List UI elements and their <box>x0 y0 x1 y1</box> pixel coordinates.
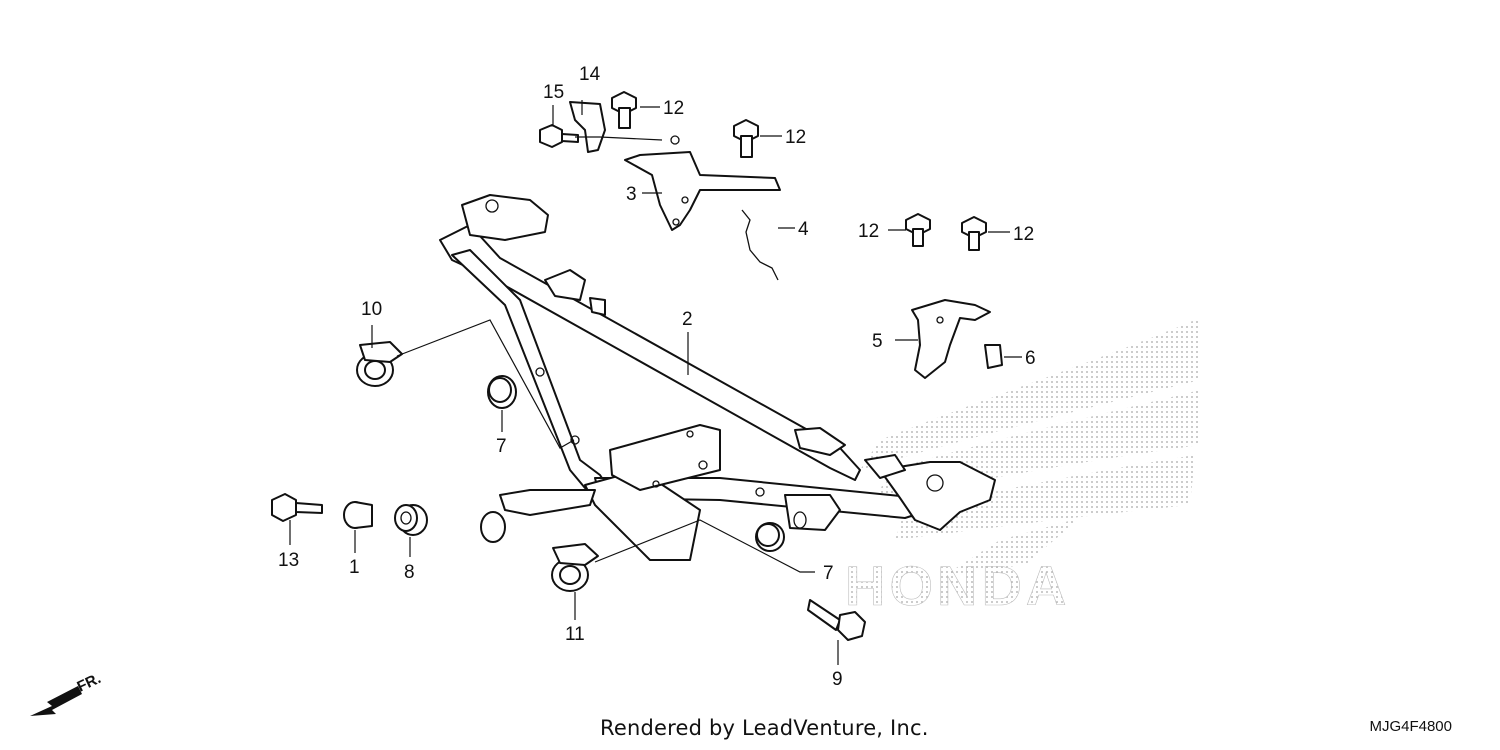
bolt-12-c <box>905 213 931 247</box>
callout-14: 14 <box>579 64 601 85</box>
callout-5: 5 <box>872 331 883 352</box>
front-arrow-icon: FR. <box>30 670 104 716</box>
callout-13: 13 <box>278 550 299 571</box>
upper-bracket <box>624 135 781 231</box>
bolt-13 <box>271 493 323 522</box>
callout-2: 2 <box>682 309 693 330</box>
callout-12-c: 12 <box>858 221 879 242</box>
front-direction-label: FR. <box>75 670 104 696</box>
grommet-8 <box>394 504 428 536</box>
collar-1 <box>343 501 373 529</box>
callout-labels: 14 15 12 12 3 4 12 12 2 5 6 10 7 13 1 8 … <box>278 64 1036 690</box>
footer-credit: Rendered by LeadVenture, Inc. <box>600 716 929 740</box>
bolt-9 <box>807 599 866 641</box>
bolt-12-a <box>611 91 637 129</box>
callout-15: 15 <box>543 82 564 103</box>
frame-body <box>439 194 996 561</box>
callout-12-b: 12 <box>785 127 806 148</box>
clamp-11 <box>551 543 599 592</box>
callout-12-d: 12 <box>1013 224 1034 245</box>
callout-10: 10 <box>361 299 382 320</box>
callout-6: 6 <box>1025 348 1036 369</box>
bolt-12-b <box>733 119 759 158</box>
grommet-7-upper <box>487 375 517 409</box>
callout-8: 8 <box>404 562 415 583</box>
callout-9: 9 <box>832 669 843 690</box>
diagram-code: MJG4F4800 <box>1369 718 1452 735</box>
callout-1: 1 <box>349 557 360 578</box>
callout-7-upper: 7 <box>496 436 507 457</box>
honda-wordmark: HONDA <box>845 554 1070 617</box>
callout-3: 3 <box>626 184 637 205</box>
callout-7-lower: 7 <box>823 563 834 584</box>
bolt-15 <box>539 124 579 148</box>
clamp-10 <box>356 341 403 387</box>
callout-4: 4 <box>798 219 809 240</box>
side-bracket <box>911 299 1003 379</box>
clip-14 <box>569 101 606 153</box>
callout-12-a: 12 <box>663 98 684 119</box>
callout-11: 11 <box>565 624 585 645</box>
bolt-12-d <box>961 216 987 251</box>
grommet-7-lower <box>755 522 785 552</box>
wire-guide <box>741 209 779 281</box>
leader-lines <box>289 100 1022 665</box>
